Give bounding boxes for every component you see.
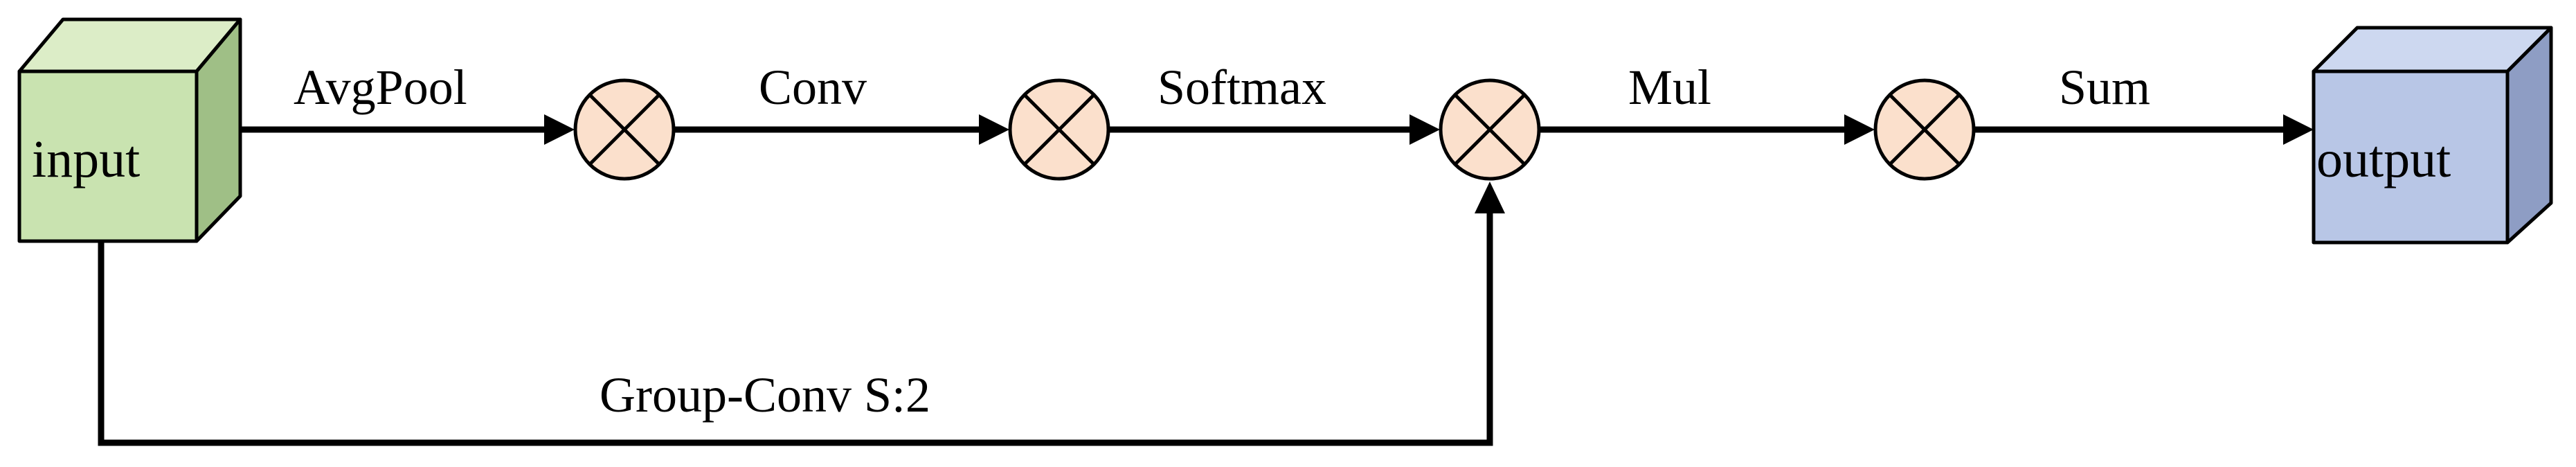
input-block-front-face bbox=[17, 69, 199, 243]
edge-label-sum: Sum bbox=[2059, 60, 2150, 115]
edge-label-softmax: Softmax bbox=[1158, 60, 1326, 115]
edge-label-avgpool: AvgPool bbox=[294, 60, 467, 115]
multiply-node-1 bbox=[573, 78, 676, 181]
arrowhead-group-conv bbox=[1475, 182, 1505, 213]
output-block-front-face bbox=[2312, 69, 2510, 245]
multiply-icon bbox=[1454, 94, 1526, 166]
multiply-node-4 bbox=[1873, 78, 1976, 181]
input-label: input bbox=[32, 130, 140, 188]
multiply-node-3 bbox=[1439, 78, 1541, 181]
output-block: output bbox=[2312, 26, 2553, 245]
arrowhead-op3 bbox=[1409, 114, 1440, 145]
edge-label-group-conv: Group-Conv S:2 bbox=[600, 367, 930, 423]
edge-group-conv-path bbox=[98, 213, 1493, 446]
multiply-icon bbox=[588, 94, 660, 166]
edge-label-conv: Conv bbox=[759, 60, 867, 115]
multiply-node-2 bbox=[1008, 78, 1110, 181]
arrowhead-op2 bbox=[979, 114, 1009, 145]
multiply-icon bbox=[1889, 94, 1961, 166]
output-label: output bbox=[2316, 130, 2451, 188]
edge-label-mul: Mul bbox=[1628, 60, 1711, 115]
arrowhead-output bbox=[2283, 114, 2314, 145]
arrowhead-op1 bbox=[544, 114, 575, 145]
input-block: input bbox=[17, 17, 242, 243]
multiply-icon bbox=[1023, 94, 1095, 166]
arrowhead-op4 bbox=[1844, 114, 1875, 145]
